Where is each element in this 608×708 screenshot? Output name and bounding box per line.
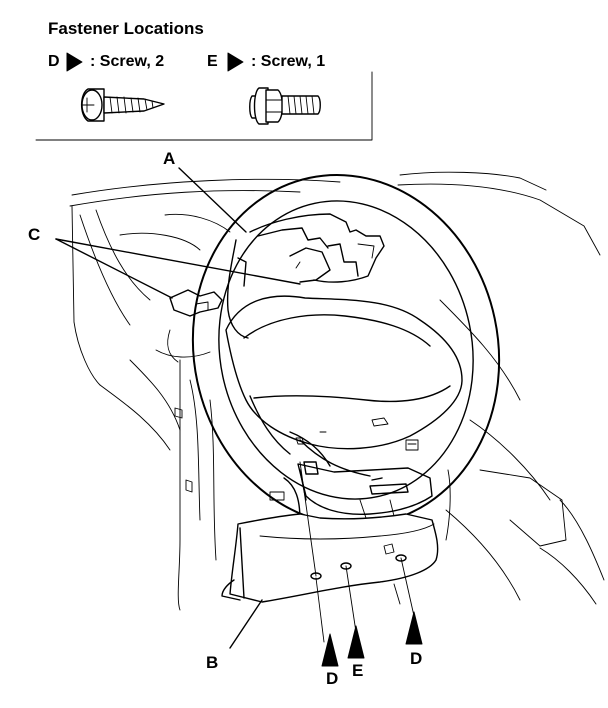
fastener-legend: Fastener Locations D : Screw, 2 E : Scre…	[35, 19, 373, 141]
leader-c2	[55, 238, 301, 285]
legend-title: Fastener Locations	[48, 19, 204, 38]
leader-b	[229, 599, 263, 649]
leader-a	[178, 167, 247, 233]
callout-e: E	[352, 661, 363, 680]
legend-text-d: : Screw, 2	[90, 53, 164, 70]
screw-arrows	[321, 611, 423, 667]
legend-letter-e: E	[207, 53, 218, 70]
leader-e	[345, 565, 357, 633]
callout-a: A	[163, 149, 175, 168]
legend-text-e: : Screw, 1	[251, 53, 325, 70]
lower-column-cover	[221, 513, 439, 605]
callout-labels: A C B D E D	[28, 149, 422, 688]
arrow-d2-icon	[405, 611, 423, 645]
legend-letter-d: D	[48, 53, 60, 70]
leader-lines	[55, 167, 415, 649]
triangle-marker-icon	[66, 52, 83, 72]
arrow-d1-icon	[321, 633, 339, 667]
flange-bolt-icon	[249, 87, 321, 125]
arrow-e-icon	[347, 625, 365, 659]
callout-c: C	[28, 225, 40, 244]
tapping-screw-icon	[80, 88, 165, 122]
callout-d2: D	[410, 649, 422, 668]
leader-c1	[55, 238, 173, 299]
leader-d1	[299, 461, 317, 577]
leader-d2	[400, 557, 415, 617]
legend-frame	[35, 71, 373, 141]
leader-d1-low	[315, 577, 325, 643]
callout-b: B	[206, 653, 218, 672]
callout-d1: D	[326, 669, 338, 688]
dashboard-outline	[69, 171, 605, 611]
triangle-marker-icon	[227, 52, 244, 72]
steering-wheel	[169, 173, 501, 527]
